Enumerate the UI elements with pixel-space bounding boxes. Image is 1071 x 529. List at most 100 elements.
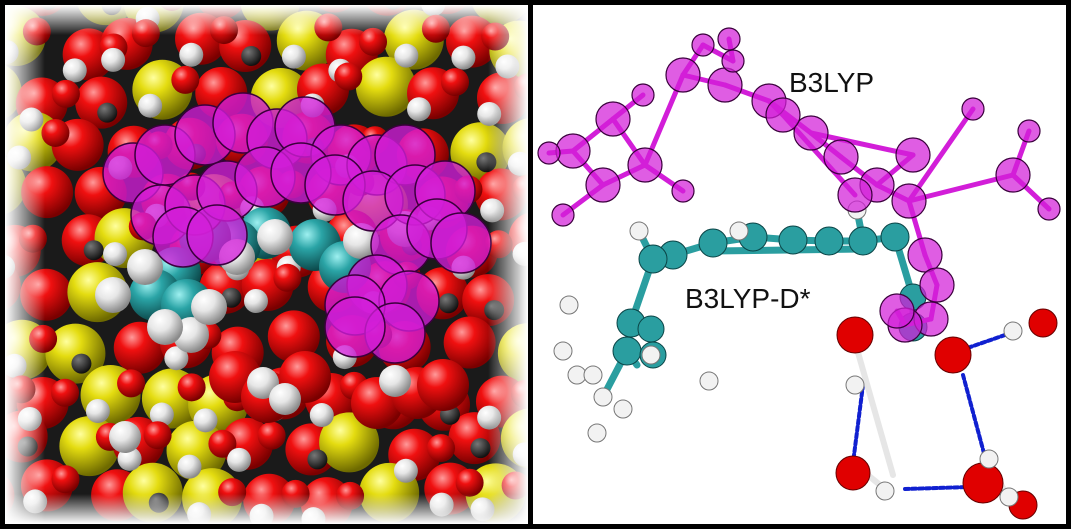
hydrogen-atom: [103, 242, 128, 267]
vignette-left: [5, 5, 45, 524]
oxygen-atom: [836, 316, 874, 354]
spacefill-adsorbate: [102, 92, 492, 364]
magenta-atom: [671, 179, 695, 203]
hydrogen-atom: [999, 487, 1019, 507]
hydrogen-atom: [227, 447, 252, 472]
carbon-atom: [698, 228, 728, 258]
hydrogen-atom: [62, 58, 87, 83]
magenta-atom: [879, 293, 915, 329]
label-b3lyp: B3LYP: [789, 67, 875, 98]
sulfur-atom: [319, 412, 380, 473]
magenta-atom: [961, 97, 985, 121]
hydrogen-atom: [407, 97, 432, 122]
hydrogen-atom: [379, 365, 411, 397]
carbon-atom: [638, 244, 668, 274]
hydrogen-atom: [559, 295, 579, 315]
magenta-atom: [585, 167, 621, 203]
hydrogen-atom: [587, 423, 607, 443]
magenta-atom: [823, 139, 859, 175]
carbon-atom: [848, 226, 878, 256]
magenta-atom: [721, 49, 745, 73]
hydrogen-atom: [593, 387, 613, 407]
magenta-atom: [765, 97, 801, 133]
oxygen-atom: [208, 429, 237, 458]
hydrogen-atom: [1003, 321, 1023, 341]
oxygen-atom: [441, 68, 470, 97]
magenta-atom: [555, 133, 591, 169]
hydrogen-atom: [641, 345, 661, 365]
dark-atom: [470, 438, 491, 459]
magenta-atom: [631, 83, 655, 107]
oxygen-atom: [177, 373, 206, 402]
magenta-atom: [691, 33, 715, 57]
vignette-bottom: [5, 494, 528, 524]
hydrogen-bonds: [851, 333, 1007, 491]
adsorbate-atom: [430, 212, 492, 274]
hydrogen-atom: [149, 402, 174, 427]
magenta-atom: [919, 267, 955, 303]
hydrogen-atom: [979, 449, 999, 469]
magenta-atom: [665, 57, 701, 93]
hydrogen-atom: [729, 221, 749, 241]
magenta-bond: [906, 106, 976, 204]
carbon-atom: [880, 222, 910, 252]
hydrogen-bond: [851, 383, 865, 465]
dark-atom: [97, 102, 118, 123]
magenta-atom: [707, 67, 743, 103]
hydrogen-atom: [553, 341, 573, 361]
hydrogen-atom: [583, 365, 603, 385]
adsorbate-atom: [186, 204, 248, 266]
hydrogen-atom: [191, 289, 227, 325]
oxygen-atom: [417, 359, 469, 411]
hydrogen-atom: [269, 383, 301, 415]
oxygen-atom: [273, 263, 302, 292]
sulfur-atom: [355, 56, 416, 117]
magenta-atom: [717, 27, 741, 51]
hydrogen-atom: [613, 399, 633, 419]
hydrogen-atom: [164, 346, 189, 371]
sulfur-atom: [45, 323, 106, 384]
hydrogen-atom: [629, 221, 649, 241]
hydrogen-atom: [257, 219, 293, 255]
hydrogen-atom: [101, 47, 126, 72]
hydrogen-atom: [147, 309, 183, 345]
adsorbate-atom: [324, 296, 386, 358]
b3lyp-molecule: [537, 27, 1061, 343]
oxygen-atom: [934, 336, 972, 374]
water-bond: [850, 332, 896, 478]
hydrogen-atom: [109, 421, 141, 453]
hydrogen-atom: [451, 45, 476, 70]
panel-divider: [528, 0, 533, 529]
carbon-atom: [637, 315, 665, 343]
magenta-bond: [906, 172, 1016, 204]
hydrogen-atom: [138, 93, 163, 118]
spacefill-scene: [5, 5, 528, 524]
carbon-atom: [612, 336, 642, 366]
hydrogen-bond: [903, 485, 971, 491]
oxygen-atom: [117, 369, 146, 398]
hydrogen-atom: [309, 403, 334, 428]
oxygen-atom: [257, 421, 286, 450]
oxygen-atom: [171, 65, 200, 94]
hydrogen-atom: [193, 408, 218, 433]
carbon-atom: [814, 226, 844, 256]
magenta-atom: [995, 157, 1031, 193]
water-cluster: [835, 308, 1058, 520]
dark-atom: [307, 449, 328, 470]
oxygen-atom: [962, 462, 1004, 504]
hydrogen-atom: [127, 249, 163, 285]
hydrogen-bond: [961, 373, 987, 459]
oxygen-atom: [143, 421, 172, 450]
hydrogen-atom: [243, 289, 268, 314]
dark-atom: [438, 293, 459, 314]
magenta-atom: [907, 237, 943, 273]
magenta-atom: [837, 177, 873, 213]
oxygen-atom: [51, 79, 80, 108]
magenta-atom: [595, 101, 631, 137]
oxygen-atom: [835, 455, 871, 491]
hydrogen-atom: [875, 481, 895, 501]
magenta-atom: [627, 147, 663, 183]
magenta-atom: [551, 203, 575, 227]
dark-atom: [241, 46, 262, 67]
oxygen-atom: [51, 465, 80, 494]
